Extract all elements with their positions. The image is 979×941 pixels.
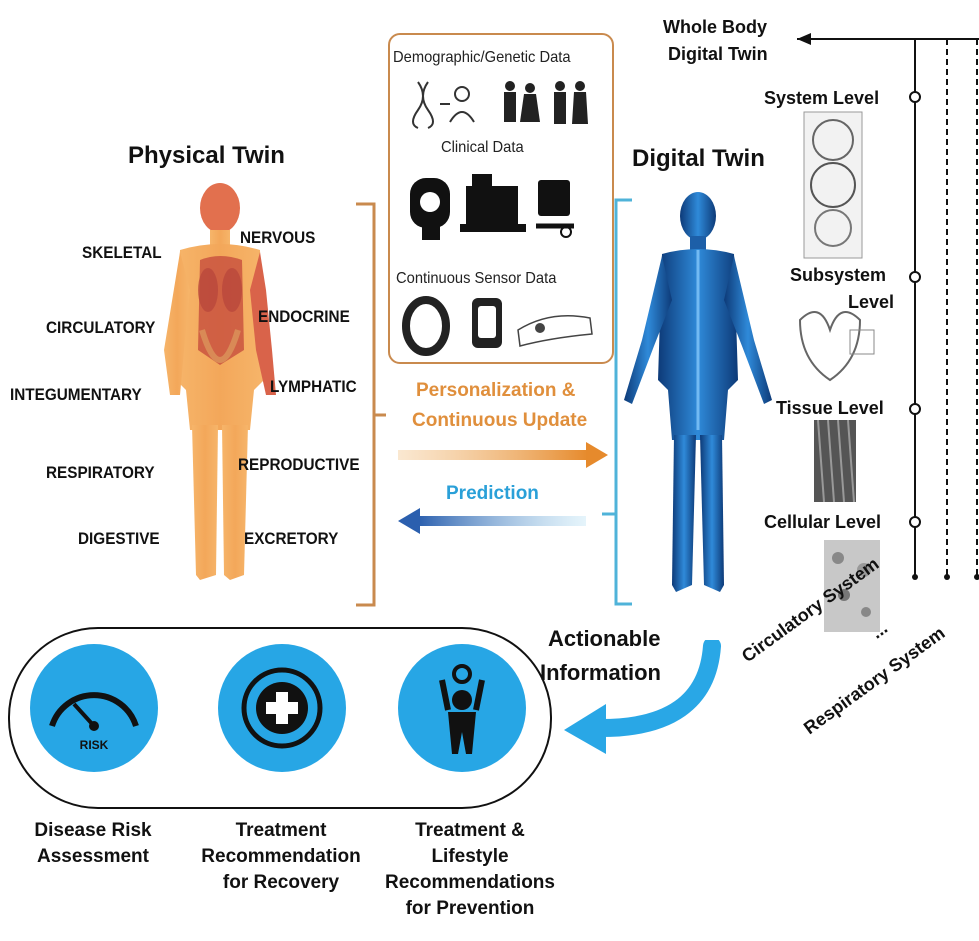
subsystem-level-image <box>780 290 880 390</box>
actionable-arrow <box>556 640 726 760</box>
system-label: INTEGUMENTARY <box>10 385 142 405</box>
prevention-circle <box>398 644 526 772</box>
clinical-icons <box>408 168 588 244</box>
system-label: LYMPHATIC <box>270 377 357 397</box>
physical-bracket <box>350 200 390 610</box>
system-label: EXCRETORY <box>244 529 338 549</box>
clinical-data-label: Clinical Data <box>441 139 524 157</box>
whole-body-label-1: Whole Body <box>663 17 767 38</box>
system-label: NERVOUS <box>240 228 315 248</box>
recommendation-label: Treatment Recommendation for Recovery <box>186 818 376 896</box>
physical-twin-title: Physical Twin <box>128 142 285 170</box>
system-label: ENDOCRINE <box>258 307 350 327</box>
system-label: DIGESTIVE <box>78 529 160 549</box>
cellular-level-label: Cellular Level <box>764 512 881 533</box>
recommendation-label: Disease Risk Assessment <box>8 818 178 870</box>
medical-cross-icon <box>218 644 346 772</box>
treatment-circle <box>218 644 346 772</box>
sensor-icons <box>400 290 600 358</box>
gauge-icon <box>30 644 158 772</box>
demographic-icons <box>410 76 590 132</box>
system-label: SKELETAL <box>82 243 162 263</box>
risk-gauge-circle: RISK <box>30 644 158 772</box>
continuous-update-label: Continuous Update <box>412 410 587 432</box>
tissue-level-label: Tissue Level <box>776 398 884 419</box>
system-level-label: System Level <box>764 88 879 109</box>
prediction-arrow <box>398 506 588 536</box>
tissue-level-image <box>814 420 856 502</box>
system-label: RESPIRATORY <box>46 463 155 483</box>
system-level-image <box>798 110 868 260</box>
personalization-label: Personalization & <box>416 380 575 402</box>
sensor-data-label: Continuous Sensor Data <box>396 270 556 288</box>
subsystem-level-label-1: Subsystem <box>790 265 886 286</box>
demographic-data-label: Demographic/Genetic Data <box>393 49 571 67</box>
whole-body-label-2: Digital Twin <box>668 44 768 65</box>
digital-body-figure <box>618 190 778 600</box>
system-label: CIRCULATORY <box>46 318 155 338</box>
system-label: REPRODUCTIVE <box>238 455 360 475</box>
risk-badge: RISK <box>30 738 158 752</box>
respiratory-system-label: Respiratory System <box>800 623 949 739</box>
healthy-person-icon <box>398 644 526 772</box>
personalization-arrow <box>398 440 610 470</box>
prediction-label: Prediction <box>446 483 539 505</box>
recommendation-label: Treatment & Lifestyle Recommendations fo… <box>370 818 570 922</box>
digital-twin-title: Digital Twin <box>632 145 765 173</box>
